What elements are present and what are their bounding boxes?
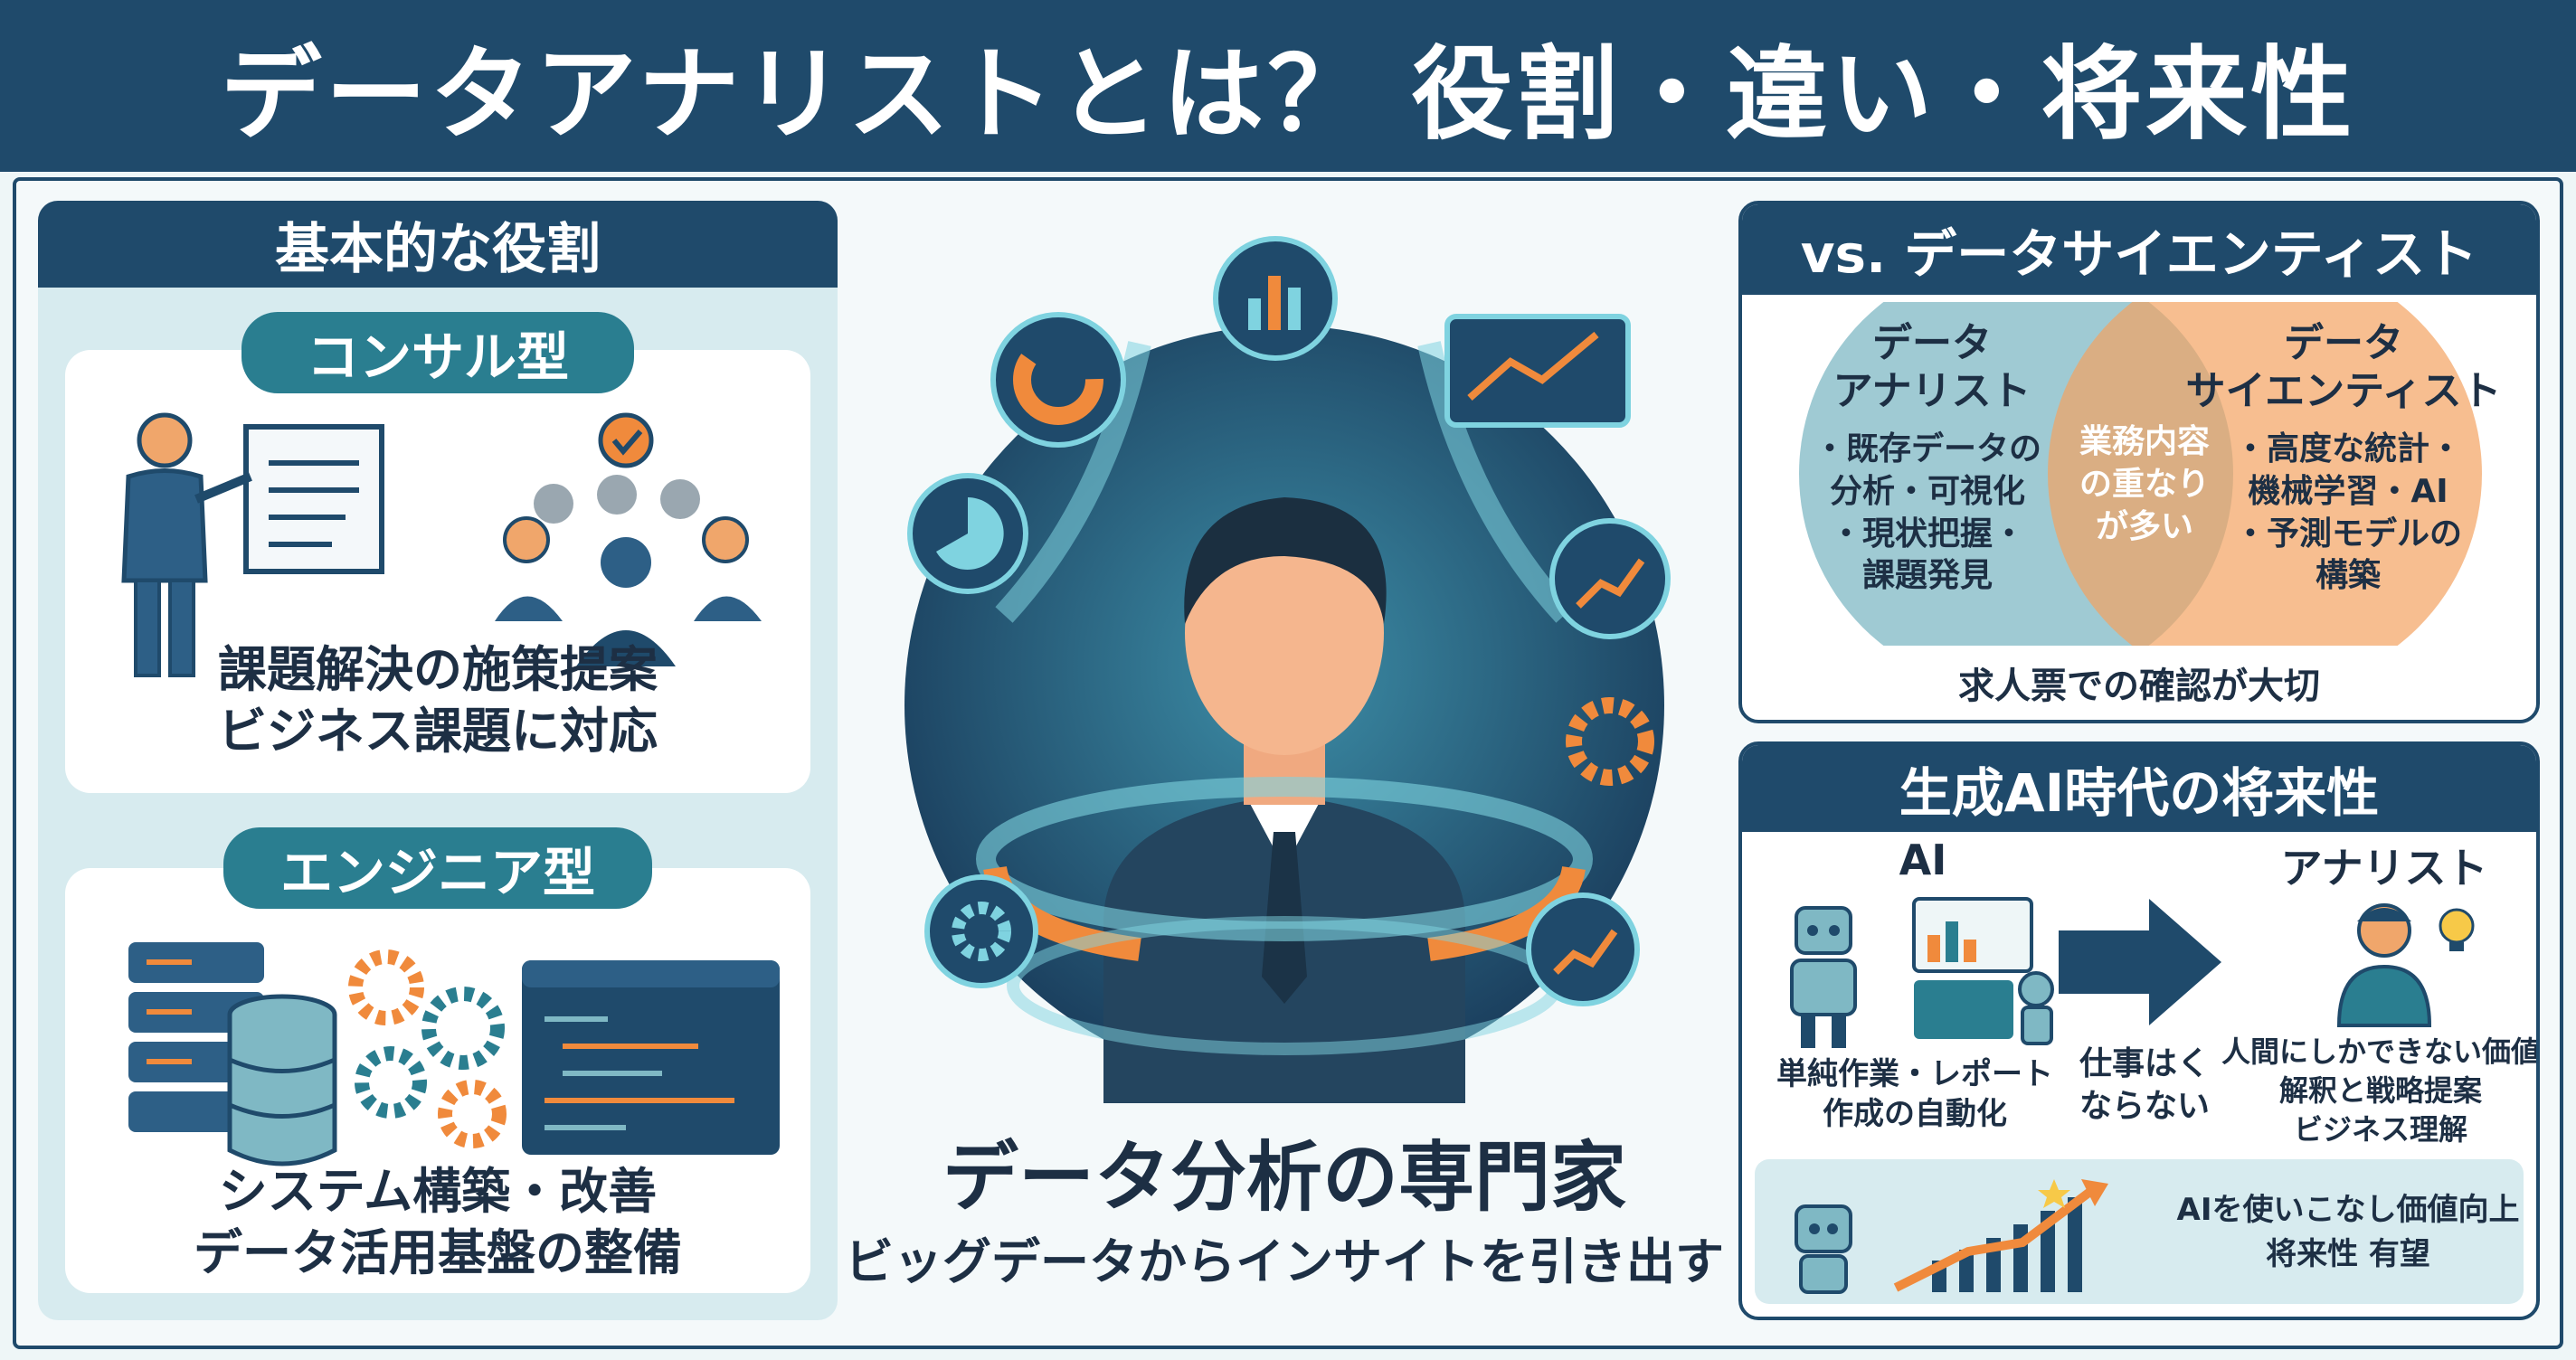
engineer-line-2: データ活用基盤の整備: [194, 1223, 682, 1281]
analyst-caption-2: 解釈と戦略提案: [2278, 1073, 2482, 1109]
overlap-line-1: 業務内容: [2079, 423, 2210, 460]
meeting-icon: [495, 412, 762, 666]
job-remains-text: 仕事はく ならない: [2059, 1044, 2230, 1129]
scientist-name-2: サイエンティスト: [2185, 367, 2502, 414]
ai-caption-1: 単純作業・レポート: [1776, 1056, 2053, 1092]
scientist-bullet-2a: ・予測モデルの: [2233, 515, 2462, 552]
future-summary: AIを使いこなし価値向上 将来性 有望: [2167, 1188, 2529, 1278]
analyst-name-1: データ: [1872, 320, 1992, 366]
lightbulb-icon: [2439, 908, 2475, 951]
engineer-line-1: システム構築・改善: [218, 1163, 658, 1220]
line-chart-icon: [1444, 314, 1631, 428]
venn-diagram: [1799, 302, 2482, 646]
overlap-text: 業務内容 の重なり が多い: [2077, 421, 2212, 548]
growth-chart-icon: [1549, 518, 1671, 639]
ai-caption-2: 作成の自動化: [1823, 1096, 2007, 1133]
pie-chart-icon: [907, 473, 1028, 594]
growth-chart-icon: [1795, 1179, 2108, 1294]
scientist-bullet-1b: 機械学習・AI: [2248, 472, 2448, 510]
analyst-caption: 人間にしかできない価値 解釈と戦略提案 ビジネス理解: [2221, 1033, 2540, 1150]
analyst-name-2: アナリスト: [1833, 367, 2031, 414]
gear-icon: [348, 949, 507, 1148]
gear-small-icon: [924, 874, 1038, 988]
presenter-icon: [121, 412, 384, 677]
future-summary-2: 将来性 有望: [2266, 1236, 2430, 1273]
scientist-bullet-2b: 構築: [2315, 557, 2381, 595]
scientist-bullet-1a: ・高度な統計・: [2233, 430, 2462, 468]
scientist-bullets: ・高度な統計・ 機械学習・AI ・予測モデルの 構築: [2194, 429, 2502, 598]
engineer-type-pill: エンジニア型: [223, 827, 652, 909]
engineering-illustration: [128, 942, 780, 1166]
gear-icon: [1566, 697, 1654, 786]
consul-type-pill: コンサル型: [242, 312, 634, 393]
analyst-bullet-1a: ・既存データの: [1813, 430, 2041, 468]
analyst-caption-1: 人間にしかできない価値: [2221, 1034, 2540, 1069]
page-title: データアナリストとは？ 役割・違い・将来性: [220, 36, 2356, 154]
future-summary-1: AIを使いこなし価値向上: [2176, 1192, 2520, 1228]
ai-label: AI: [1899, 836, 1947, 884]
database-icon: [227, 994, 337, 1166]
overlap-line-2: の重なり: [2079, 465, 2210, 503]
future-heading: 生成AI時代の将来性: [1742, 745, 2536, 832]
vs-scientist-panel: vs. データサイエンティスト データ アナリスト ・既存データの 分析・可視化…: [1738, 201, 2540, 723]
analyst-label: アナリスト: [2280, 844, 2488, 892]
donut-chart-icon: [990, 312, 1126, 448]
engineer-caption: システム構築・改善 データ活用基盤の整備: [65, 1161, 810, 1283]
consul-line-2: ビジネス課題に対応: [218, 702, 658, 760]
analyst-illustration: [904, 236, 1671, 1103]
analyst-bullet-2b: 課題発見: [1861, 557, 1993, 595]
overlap-line-3: が多い: [2095, 507, 2193, 545]
analyst-name: データ アナリスト: [1796, 320, 2068, 416]
analyst-caption-3: ビジネス理解: [2293, 1112, 2467, 1148]
ai-robot-icon: [1790, 897, 2054, 1048]
scientist-name: データ サイエンティスト: [2176, 320, 2511, 416]
future-summary-strip: [1755, 1159, 2524, 1304]
future-panel: 生成AI時代の将来性 AI 単純作業・レポート 作成の自動化 仕事はく ならない…: [1738, 741, 2540, 1320]
scientist-name-1: データ: [2284, 320, 2403, 366]
center-subtitle: ビッグデータからインサイトを引き出す: [845, 1233, 1724, 1290]
trend-chart-icon: [1526, 892, 1640, 1006]
job-remains-1: 仕事はく: [2079, 1045, 2210, 1082]
vs-heading: vs. データサイエンティスト: [1742, 204, 2536, 295]
center-title: データ分析の専門家: [942, 1133, 1626, 1222]
title-banner: データアナリストとは？ 役割・違い・将来性: [0, 0, 2576, 172]
analyst-bullet-2a: ・現状把握・: [1829, 515, 2025, 552]
scientist-circle: [2048, 302, 2482, 646]
consul-caption: 課題解決の施策提案 ビジネス課題に対応: [65, 639, 810, 761]
analyst-bullets: ・既存データの 分析・可視化 ・現状把握・ 課題発見: [1760, 429, 2095, 598]
analyst-bullet-1b: 分析・可視化: [1829, 472, 2025, 510]
code-window-icon: [522, 960, 780, 1155]
ai-caption: 単純作業・レポート 作成の自動化: [1747, 1054, 2082, 1134]
job-posting-note: 求人票での確認が大切: [1958, 666, 2320, 707]
basic-roles-panel: 基本的な役割 コンサル型 課題解決の施策提案 ビジネス課題に対応 エンジニア型: [38, 201, 838, 1320]
consul-line-1: 課題解決の施策提案: [218, 641, 658, 698]
thinking-person-icon: [2336, 903, 2475, 1027]
bar-chart-icon: [1213, 236, 1338, 361]
job-remains-2: ならない: [2079, 1087, 2210, 1125]
arrow-right-icon: [2059, 899, 2221, 1025]
basic-roles-heading: 基本的な役割: [38, 201, 838, 288]
